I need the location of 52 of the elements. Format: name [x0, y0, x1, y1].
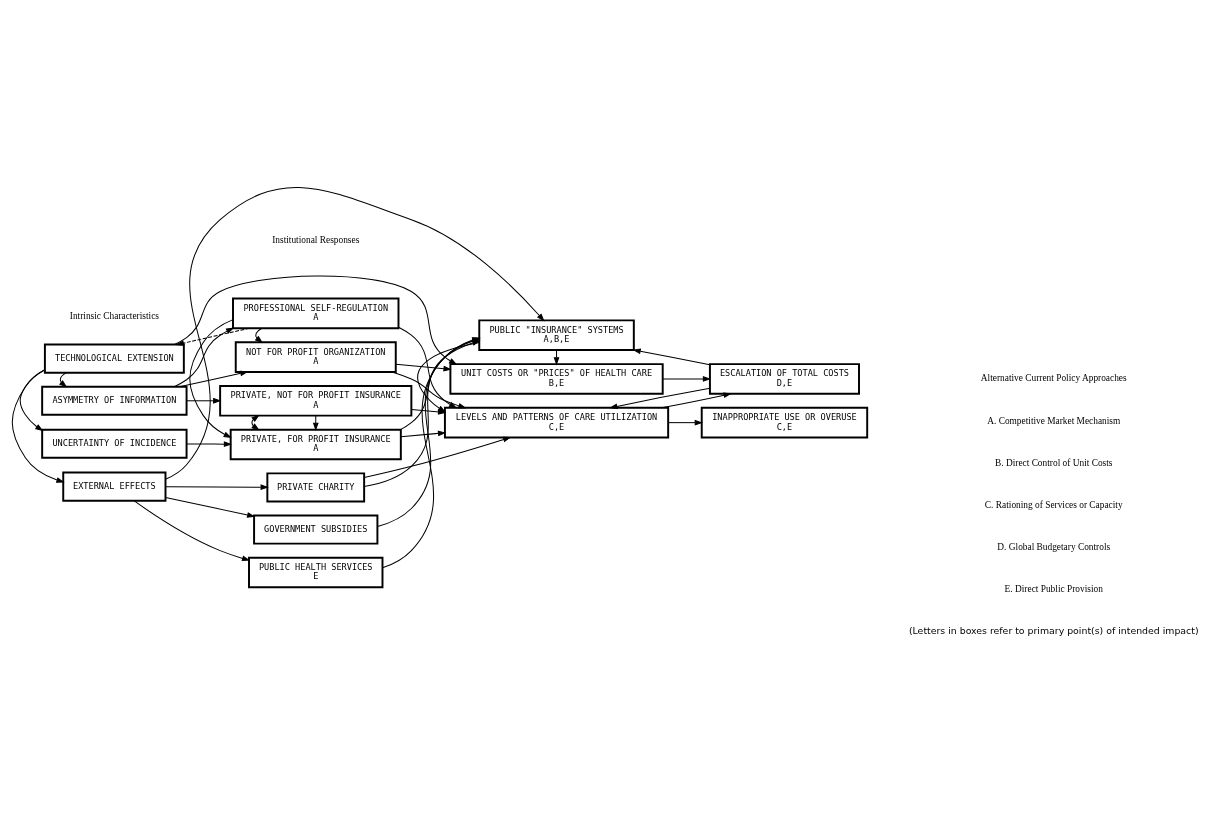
node-box: PRIVATE, FOR PROFIT INSURANCE A	[229, 428, 402, 460]
label: B. Direct Control of Unit Costs	[994, 457, 1113, 468]
node-box: PROFESSIONAL SELF-REGULATION A	[232, 297, 400, 329]
node-box: INAPPROPRIATE USE OR OVERUSE C,E	[700, 406, 869, 438]
arrow	[609, 387, 711, 409]
node-box: PRIVATE, NOT FOR PROFIT INSURANCE A	[219, 384, 413, 417]
node-box: TECHNOLOGICAL EXTENSION	[43, 343, 185, 374]
arrow	[175, 327, 250, 346]
label: (Letters in boxes refer to primary point(s) of intended impact)	[908, 624, 1199, 636]
node-box: EXTERNAL EFFECTS	[62, 471, 167, 502]
label: D. Global Budgetary Controls	[997, 541, 1111, 552]
arrow	[363, 436, 512, 478]
arrow	[189, 318, 234, 438]
arrow	[391, 370, 467, 409]
label: A. Competitive Market Mechanism	[987, 415, 1121, 425]
node-box: NOT FOR PROFIT ORGANIZATION A	[234, 340, 397, 373]
arrow	[186, 397, 222, 404]
label: C. Rationing of Services or Capacity	[984, 499, 1123, 510]
arrow	[11, 368, 65, 483]
arrow	[165, 496, 256, 518]
arrow	[395, 363, 452, 372]
arrow	[186, 440, 233, 447]
arrow	[667, 419, 703, 426]
label: Alternative Current Policy Approaches	[980, 372, 1127, 383]
label: E. Direct Public Provision	[1004, 583, 1103, 594]
node-box: ESCALATION OF TOTAL COSTS D,E	[708, 362, 860, 395]
arrow	[165, 186, 545, 480]
label: Intrinsic Characteristics	[69, 310, 159, 321]
arrow	[661, 391, 732, 408]
node-box: ASYMMETRY OF INFORMATION	[41, 385, 188, 416]
node-box: LEVELS AND PATTERNS OF CARE UTILIZATION C,E	[443, 406, 670, 438]
node-box: UNCERTAINTY OF INCIDENCE	[41, 428, 188, 459]
arrow	[133, 499, 251, 561]
arrow	[165, 483, 269, 490]
arrow	[173, 327, 235, 387]
arrow	[553, 349, 560, 365]
node-box: UNIT COSTS OR "PRICES" OF HEALTH CARE B,E	[449, 362, 664, 395]
arrow	[174, 274, 458, 365]
arrow	[312, 414, 319, 431]
arrow	[59, 371, 68, 388]
node-box: PUBLIC HEALTH SERVICES E	[248, 556, 384, 588]
node-box: GOVERNMENT SUBSIDIES	[253, 514, 379, 545]
arrow	[662, 375, 712, 382]
arrow	[398, 326, 458, 409]
label: Institutional Responses	[272, 234, 360, 245]
arrow	[632, 347, 711, 365]
arrow	[254, 327, 264, 343]
arrow	[251, 414, 260, 431]
node-box: PUBLIC "INSURANCE" SYSTEMS A,B,E	[478, 318, 635, 351]
arrow	[178, 370, 249, 387]
arrow	[400, 430, 447, 437]
node-box: PRIVATE CHARITY	[266, 471, 366, 502]
